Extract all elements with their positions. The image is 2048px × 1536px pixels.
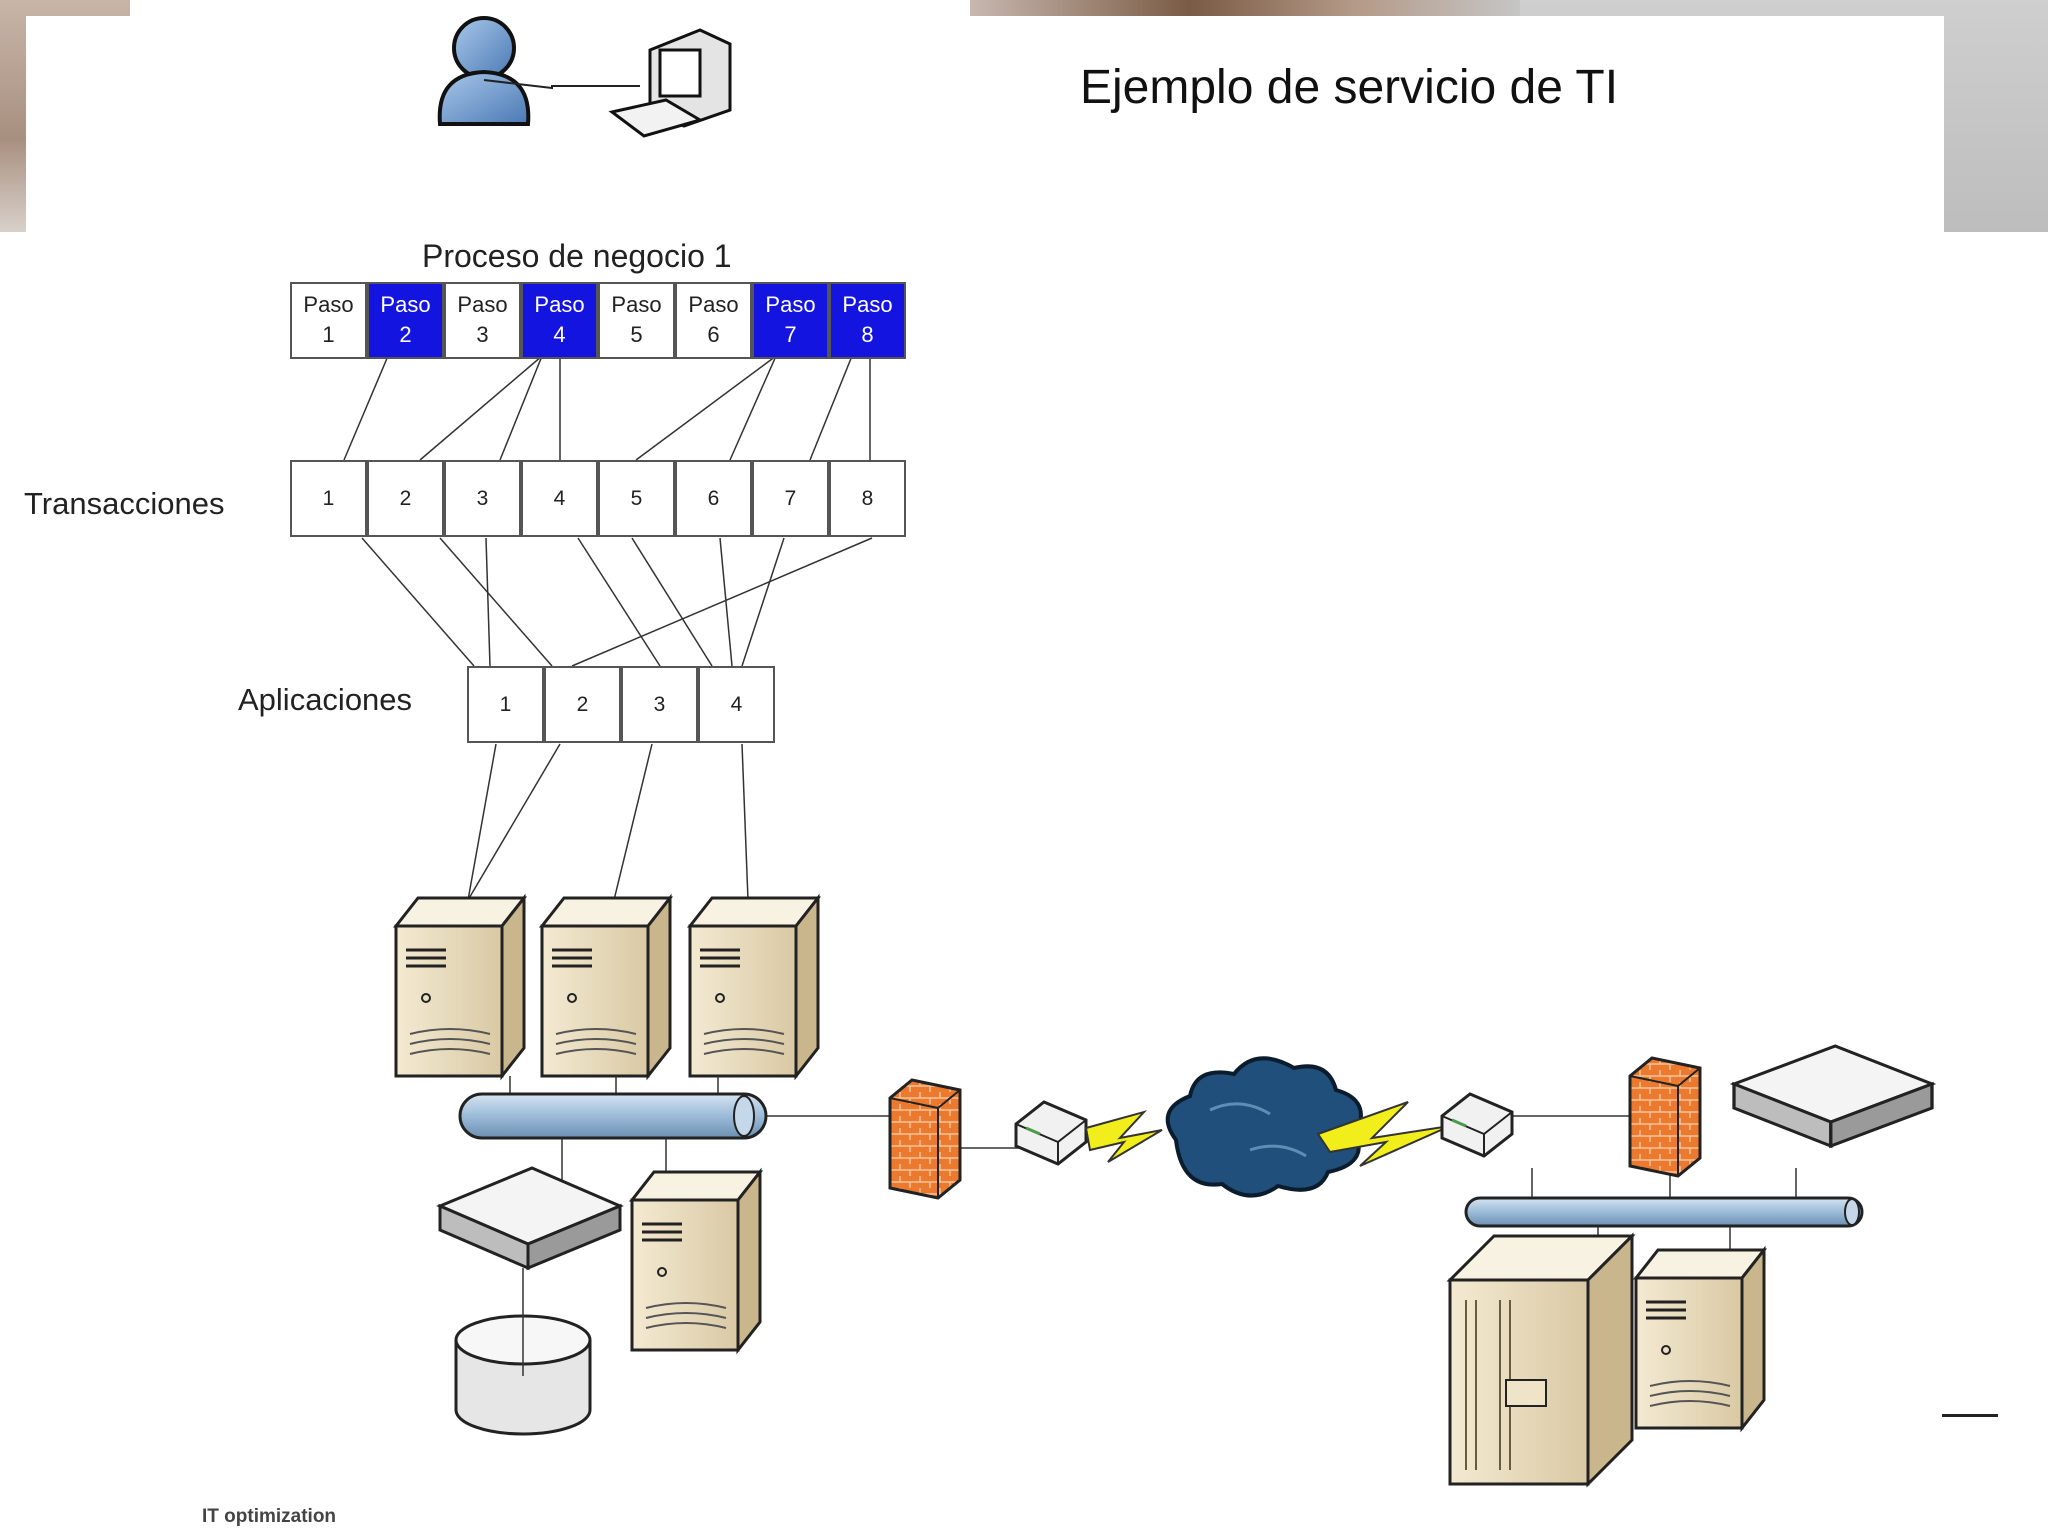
step-number: 3: [476, 322, 489, 347]
router-icon: [1440, 1092, 1514, 1158]
step-word: Paso: [842, 292, 893, 317]
step-number: 7: [784, 322, 797, 347]
process-step: Paso 1: [290, 282, 367, 359]
application-cell: 1: [467, 666, 544, 743]
network-bus-icon: [1464, 1196, 1864, 1228]
transaction-cell: 6: [675, 460, 752, 537]
transaction-cell: 7: [752, 460, 829, 537]
application-cell: 3: [621, 666, 698, 743]
step-number: 5: [630, 322, 643, 347]
server-icon: [1634, 1248, 1766, 1430]
storage-appliance-icon: [1732, 1044, 1934, 1148]
process-step-highlighted: Paso 7: [752, 282, 829, 359]
transaction-cell: 5: [598, 460, 675, 537]
step-number: 6: [707, 322, 720, 347]
step-word: Paso: [380, 292, 431, 317]
step-word: Paso: [534, 292, 585, 317]
process-step: Paso 6: [675, 282, 752, 359]
mainframe-icon: [1446, 1232, 1636, 1488]
process-step: Paso 3: [444, 282, 521, 359]
background-photo-strip: [970, 0, 1520, 16]
application-cell: 4: [698, 666, 775, 743]
network-bus-icon: [458, 1092, 768, 1140]
app-server-links: [467, 743, 749, 901]
process-step-highlighted: Paso 8: [829, 282, 906, 359]
application-cell: 2: [544, 666, 621, 743]
transaction-cell: 2: [367, 460, 444, 537]
server-icon: [688, 896, 820, 1078]
transaction-app-links: [361, 537, 873, 667]
step-number: 2: [399, 322, 412, 347]
firewall-icon: [1628, 1056, 1702, 1178]
database-icon: [454, 1268, 592, 1436]
applications-label: Aplicaciones: [238, 682, 413, 717]
step-word: Paso: [611, 292, 662, 317]
process-step: Paso 5: [598, 282, 675, 359]
storage-appliance-icon: [438, 1166, 622, 1270]
process-title: Proceso de negocio 1: [422, 238, 732, 274]
step-number: 8: [861, 322, 874, 347]
step-number: 1: [322, 322, 335, 347]
step-transaction-links: [343, 355, 871, 461]
lightning-link-icon: [1084, 1110, 1163, 1163]
step-word: Paso: [457, 292, 508, 317]
header-panel: [26, 16, 1944, 232]
lightning-link-icon: [1316, 1101, 1451, 1167]
divider: [1942, 1414, 1998, 1417]
cloud-icon: [1165, 1056, 1363, 1198]
user-icon: [437, 16, 531, 126]
step-word: Paso: [303, 292, 354, 317]
process-step-highlighted: Paso 4: [521, 282, 598, 359]
computer-icon: [608, 28, 732, 138]
server-icon: [394, 896, 526, 1078]
slide-footer: IT optimization: [202, 1506, 337, 1527]
step-number: 4: [553, 322, 566, 347]
server-icon: [630, 1170, 762, 1352]
router-icon: [1014, 1100, 1088, 1166]
process-step-highlighted: Paso 2: [367, 282, 444, 359]
step-word: Paso: [765, 292, 816, 317]
transaction-cell: 8: [829, 460, 906, 537]
server-icon: [540, 896, 672, 1078]
transaction-cell: 4: [521, 460, 598, 537]
slide-title: Ejemplo de servicio de TI: [1080, 61, 1619, 114]
transaction-cell: 3: [444, 460, 521, 537]
transactions-label: Transacciones: [24, 486, 225, 521]
transaction-cell: 1: [290, 460, 367, 537]
firewall-icon: [888, 1078, 962, 1200]
step-word: Paso: [688, 292, 739, 317]
